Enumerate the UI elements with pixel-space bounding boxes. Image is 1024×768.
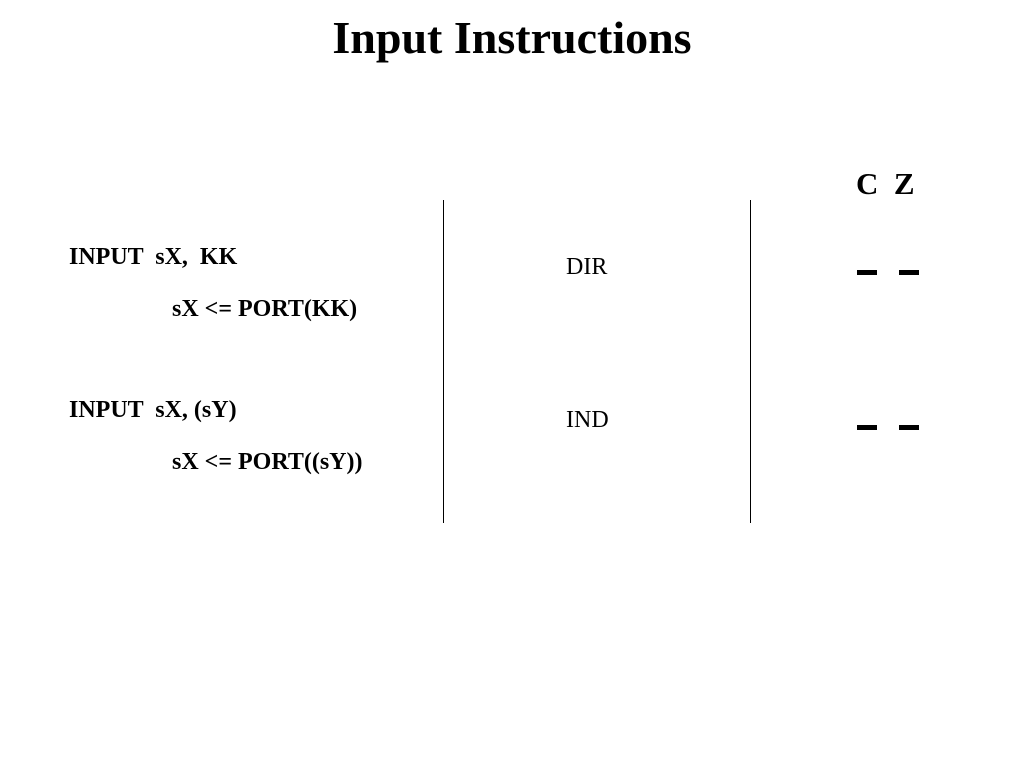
instruction-syntax: INPUT sX, KK xyxy=(69,244,238,270)
carry-flag-unaffected-mark xyxy=(857,425,877,430)
column-divider-left xyxy=(443,200,444,523)
zero-flag-unaffected-mark xyxy=(899,425,919,430)
flag-effects xyxy=(857,425,921,431)
addressing-mode: IND xyxy=(566,407,609,433)
instruction-direct: INPUT sX, KK sX <= PORT(KK) xyxy=(69,243,357,323)
carry-flag-unaffected-mark xyxy=(857,270,877,275)
flag-column-header: C Z xyxy=(856,166,915,201)
instruction-effect: sX <= PORT((sY)) xyxy=(172,449,363,475)
slide-title: Input Instructions xyxy=(332,12,692,63)
flag-effects xyxy=(857,270,921,276)
instruction-effect: sX <= PORT(KK) xyxy=(172,296,358,322)
zero-flag-unaffected-mark xyxy=(899,270,919,275)
instruction-syntax: INPUT sX, (sY) xyxy=(69,397,237,423)
addressing-mode: DIR xyxy=(566,254,608,280)
column-divider-right xyxy=(750,200,751,523)
instruction-indirect: INPUT sX, (sY) sX <= PORT((sY)) xyxy=(69,396,363,476)
